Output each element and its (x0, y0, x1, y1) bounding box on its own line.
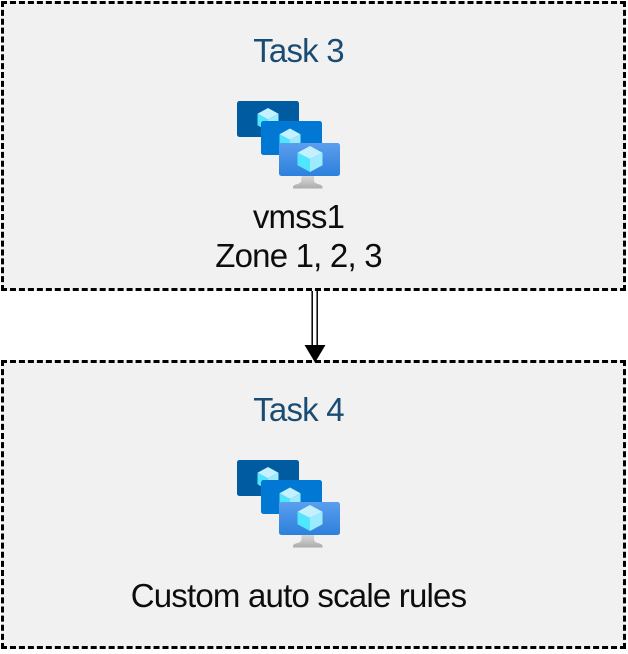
vm-scale-sets-icon (237, 101, 340, 189)
task3-caption: vmss1 Zone 1, 2, 3 (4, 194, 593, 278)
task4-box: Task 4 Custom auto scale rules (1, 360, 626, 649)
zones-label: Zone 1, 2, 3 (215, 237, 382, 274)
task3-title: Task 3 (253, 32, 344, 69)
vm-scale-sets-icon (237, 460, 340, 548)
autoscale-rules-label: Custom auto scale rules (130, 576, 467, 614)
down-arrow-connector (304, 291, 326, 363)
vmss-name-label: vmss1 (252, 198, 345, 235)
task4-caption: Custom auto scale rules (4, 553, 593, 637)
task3-box: Task 3 vmss1 Zone 1, 2, 3 (1, 1, 626, 291)
task4-title: Task 4 (253, 391, 344, 428)
